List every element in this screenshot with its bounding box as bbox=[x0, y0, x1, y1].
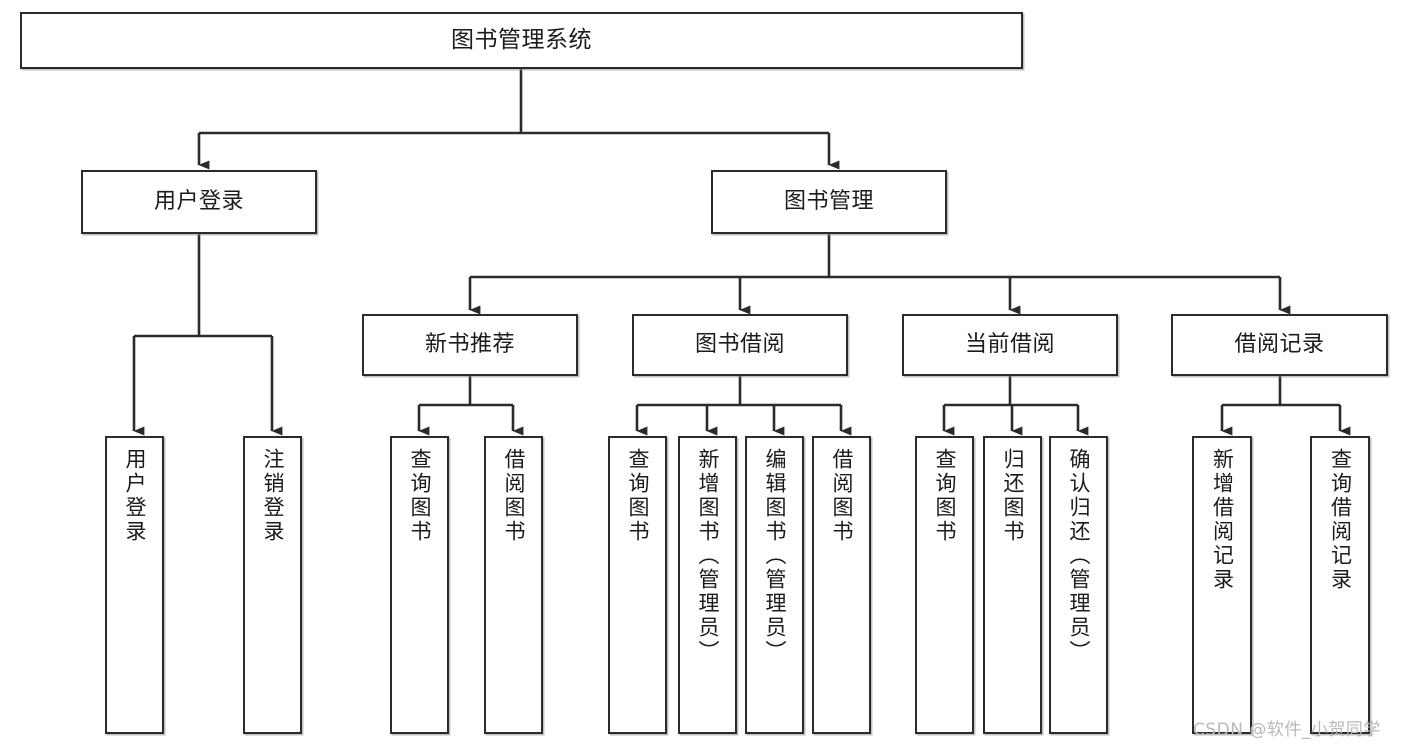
node-book-borrow-label: 图书借阅 bbox=[694, 332, 785, 358]
node-leaf-add-record[interactable]: 新增借阅记录 bbox=[1192, 436, 1252, 734]
node-leaf-user-login-label: 用户登录 bbox=[123, 448, 147, 544]
node-leaf-confirm-return[interactable]: 确认归还（管理员） bbox=[1049, 436, 1108, 734]
node-leaf-edit-book-label: 编辑图书（管理员） bbox=[763, 448, 787, 664]
node-leaf-user-login[interactable]: 用户登录 bbox=[105, 436, 164, 734]
node-leaf-query-book-3[interactable]: 查询图书 bbox=[915, 436, 974, 734]
csdn-watermark: CSDN @软件_小贺同学 bbox=[1193, 720, 1381, 740]
node-leaf-logout-label: 注销登录 bbox=[261, 448, 285, 544]
node-new-book-recommend[interactable]: 新书推荐 bbox=[362, 314, 578, 376]
node-leaf-borrow-book-1-label: 借阅图书 bbox=[502, 448, 526, 544]
node-leaf-logout[interactable]: 注销登录 bbox=[243, 436, 302, 734]
node-leaf-query-book-1-label: 查询图书 bbox=[408, 448, 432, 544]
node-leaf-borrow-book-2-label: 借阅图书 bbox=[830, 448, 854, 544]
node-current-borrow[interactable]: 当前借阅 bbox=[902, 314, 1118, 376]
node-user-login-label: 用户登录 bbox=[153, 189, 244, 215]
node-leaf-query-record-label: 查询借阅记录 bbox=[1328, 448, 1353, 592]
node-leaf-add-book[interactable]: 新增图书（管理员） bbox=[678, 436, 737, 734]
node-leaf-borrow-book-1[interactable]: 借阅图书 bbox=[484, 436, 543, 734]
node-leaf-borrow-book-2[interactable]: 借阅图书 bbox=[812, 436, 871, 734]
node-borrow-record[interactable]: 借阅记录 bbox=[1171, 314, 1388, 376]
node-leaf-return-book[interactable]: 归还图书 bbox=[983, 436, 1042, 734]
node-book-borrow[interactable]: 图书借阅 bbox=[632, 314, 848, 376]
node-book-management-label: 图书管理 bbox=[783, 189, 874, 215]
node-leaf-confirm-return-label: 确认归还（管理员） bbox=[1067, 448, 1091, 664]
node-current-borrow-label: 当前借阅 bbox=[964, 332, 1055, 358]
node-leaf-query-record[interactable]: 查询借阅记录 bbox=[1310, 436, 1370, 734]
node-leaf-query-book-1[interactable]: 查询图书 bbox=[390, 436, 449, 734]
node-leaf-return-book-label: 归还图书 bbox=[1001, 448, 1025, 544]
node-leaf-query-book-3-label: 查询图书 bbox=[933, 448, 957, 544]
node-new-book-recommend-label: 新书推荐 bbox=[424, 332, 515, 358]
node-book-management[interactable]: 图书管理 bbox=[711, 170, 947, 234]
node-leaf-add-book-label: 新增图书（管理员） bbox=[696, 448, 720, 664]
node-leaf-query-book-2-label: 查询图书 bbox=[626, 448, 650, 544]
node-user-login[interactable]: 用户登录 bbox=[81, 170, 317, 234]
node-borrow-record-label: 借阅记录 bbox=[1234, 332, 1325, 358]
node-leaf-add-record-label: 新增借阅记录 bbox=[1210, 448, 1235, 592]
node-leaf-query-book-2[interactable]: 查询图书 bbox=[608, 436, 667, 734]
node-leaf-edit-book[interactable]: 编辑图书（管理员） bbox=[745, 436, 804, 734]
node-root-label: 图书管理系统 bbox=[451, 26, 592, 53]
node-root[interactable]: 图书管理系统 bbox=[20, 12, 1023, 69]
